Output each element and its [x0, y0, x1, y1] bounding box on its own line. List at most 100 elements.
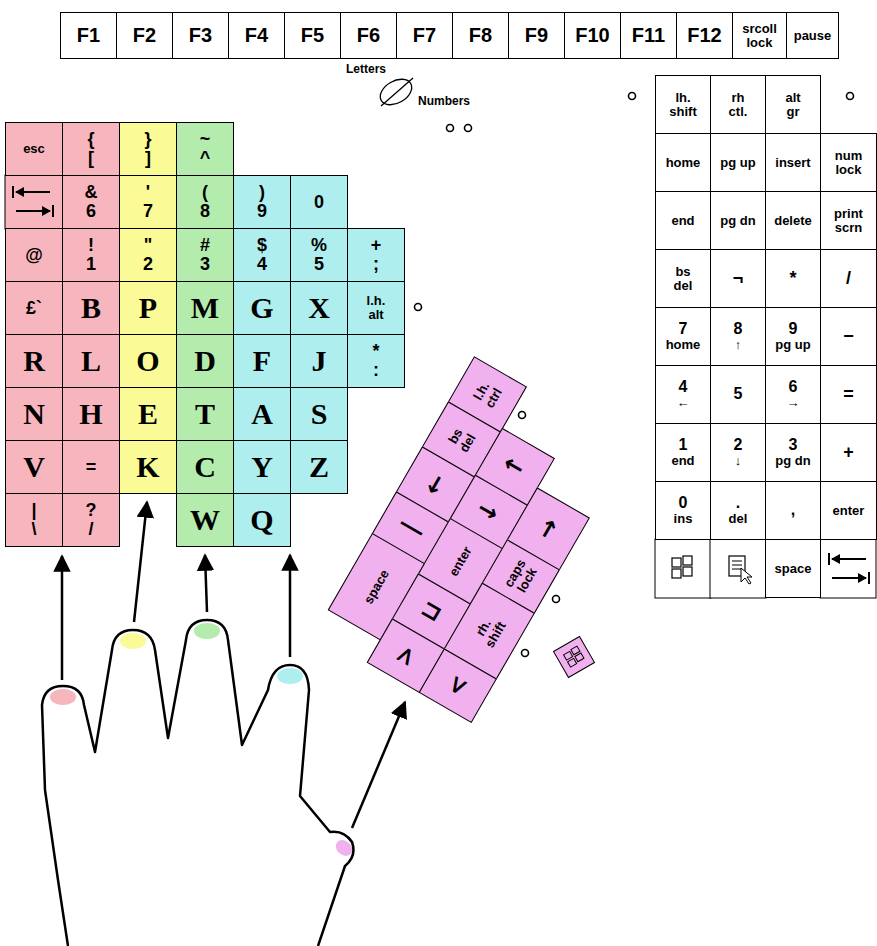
windows-flag: [672, 569, 681, 578]
finger-arrow: [61, 556, 64, 680]
tab-key: [820, 539, 876, 598]
key-label: 5: [314, 255, 324, 274]
finger-arrow: [134, 502, 147, 622]
key-label: X: [308, 292, 330, 324]
keyboard-key: )9: [233, 175, 291, 229]
windows-thumb-key-box: [554, 637, 595, 678]
keyboard-key: 3pg dn: [765, 423, 821, 482]
tab-key-box: [820, 539, 876, 598]
keyboard-key: H: [62, 387, 120, 441]
cursor-icon: [741, 568, 752, 584]
key-label: 8: [200, 202, 210, 221]
windows-flag: [683, 556, 692, 565]
keyboard-key: V: [5, 440, 63, 494]
key-label: T: [195, 398, 215, 430]
keyboard-key: ?/: [62, 493, 120, 547]
keyboard-key: F12: [676, 12, 733, 59]
keyboard-key: +;: [347, 228, 405, 282]
marker-dot: [519, 412, 526, 419]
key-label: %: [311, 236, 327, 255]
keyboard-key: space: [765, 539, 821, 598]
finger-arrows: [62, 502, 405, 828]
keyboard-key: 5: [710, 365, 766, 424]
keyboard-key: |\: [5, 493, 63, 547]
key-label: 8: [734, 321, 743, 338]
mode-label: Numbers: [418, 94, 470, 108]
keyboard-key: home: [655, 133, 711, 192]
keyboard-key: bs del: [655, 249, 711, 308]
key-label: E: [138, 398, 158, 430]
keyboard-key: F2: [116, 12, 173, 59]
marker-dot: [415, 304, 422, 311]
key-label: K: [136, 451, 159, 483]
key-label: ↓: [735, 454, 742, 468]
key-label: →: [532, 514, 564, 544]
key-label: alt gr: [785, 91, 800, 118]
key-label: pause: [794, 29, 832, 43]
finger-arrow: [352, 702, 405, 828]
keyboard-key: ¬: [710, 249, 766, 308]
keyboard-key: 4←: [655, 365, 711, 424]
hand-outline: [42, 620, 353, 946]
keyboard-key: esc: [5, 122, 63, 176]
key-label: home: [666, 338, 701, 352]
key-label: /: [846, 269, 851, 288]
key-label: ^: [200, 149, 211, 168]
key-label: 9: [257, 202, 267, 221]
fingertip-middle: [194, 623, 220, 639]
keyboard-key: '7: [119, 175, 177, 229]
key-label: Q: [250, 504, 273, 536]
keyboard-key: *: [765, 249, 821, 308]
key-label: F10: [575, 25, 609, 46]
key-label: 6: [86, 202, 96, 221]
keyboard-key: %5: [290, 228, 348, 282]
key-label: 1: [86, 255, 96, 274]
marker-dot: [465, 125, 472, 132]
keyboard-key: F7: [396, 12, 453, 59]
key-label: =: [843, 385, 854, 404]
key-label: enter: [446, 544, 474, 578]
key-label: print scrn: [834, 207, 863, 234]
key-label: W: [190, 504, 220, 536]
tab-arrow-head: [42, 206, 51, 216]
tab-arrow-head: [858, 573, 867, 583]
keyboard-key: D: [176, 334, 234, 388]
key-label: ~: [200, 130, 211, 149]
tab-bar: [828, 553, 830, 565]
key-label: /: [88, 520, 93, 539]
key-label: enter: [833, 504, 865, 518]
key-label: insert: [775, 156, 810, 170]
keyboard-key: G: [233, 281, 291, 335]
key-label: rh ctl.: [729, 91, 748, 118]
tab-arrow-head: [15, 187, 24, 197]
keyboard-key: .del: [710, 481, 766, 540]
key-label: ↑: [499, 452, 531, 482]
mode-label: Letters: [346, 62, 386, 76]
keyboard-key: l.h. alt: [347, 281, 405, 335]
keyboard-key: 9pg up: [765, 307, 821, 366]
keyboard-key: E: [119, 387, 177, 441]
keyboard-key: "2: [119, 228, 177, 282]
windows-flag: [683, 567, 692, 576]
tab-key-box: [5, 175, 63, 229]
key-label: *: [789, 269, 796, 288]
key-label: H: [79, 398, 102, 430]
key-label: }: [144, 130, 151, 149]
key-label: 7: [143, 202, 153, 221]
key-label: end: [671, 454, 694, 468]
keyboard-key: rh ctl.: [710, 75, 766, 134]
keyboard-key: 8↑: [710, 307, 766, 366]
key-label: @: [25, 246, 43, 265]
keyboard-key: F11: [620, 12, 677, 59]
key-label: caps lock: [502, 557, 540, 596]
key-label: pg up: [720, 156, 755, 170]
key-label: 5: [734, 386, 743, 403]
keyboard-key: J: [290, 334, 348, 388]
key-label: ?: [86, 501, 97, 520]
key-label: F4: [245, 25, 268, 46]
key-label: F2: [133, 25, 156, 46]
key-label: del: [729, 512, 748, 526]
key-label: O: [136, 345, 159, 377]
keyboard-key: R: [5, 334, 63, 388]
